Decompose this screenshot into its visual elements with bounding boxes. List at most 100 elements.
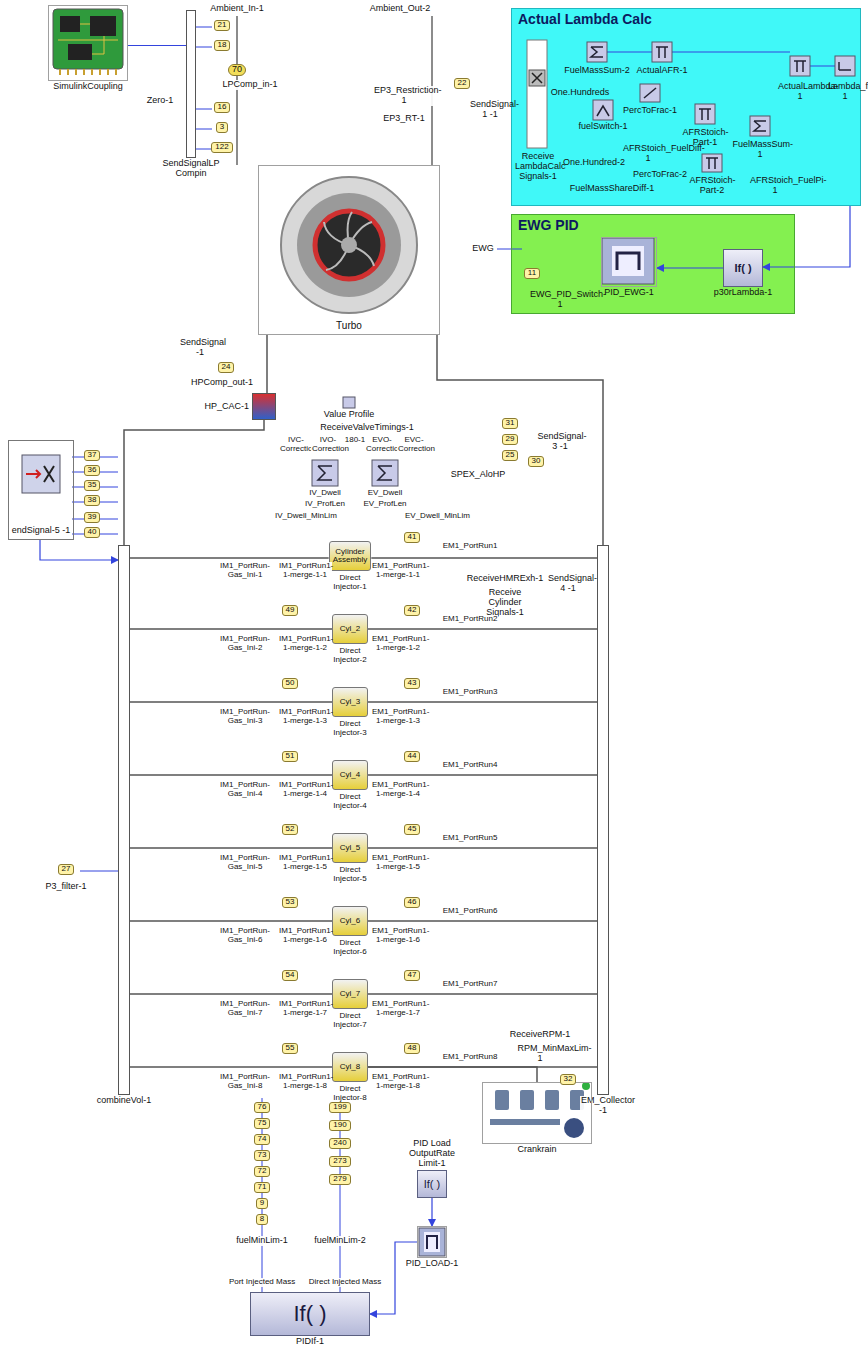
- callout-number: 53: [282, 897, 299, 908]
- callout-number: 24: [218, 362, 235, 373]
- block-label: One.Hundred-2: [562, 158, 626, 168]
- group-title: EWG PID: [518, 218, 579, 233]
- part-label: IV_Dwell: [308, 489, 342, 498]
- pipe-connector: [130, 774, 332, 776]
- part-label: EM1_PortRun2: [442, 615, 499, 624]
- block-label: AFRStoich_FuelPi-1: [749, 176, 801, 196]
- pipe-connector: [368, 774, 597, 776]
- cooler-block: HP_CAC-1: [252, 393, 276, 420]
- part-label: Direct Injector-3: [327, 720, 373, 738]
- pipe-connector: [368, 920, 597, 922]
- receive-bar-icon: [527, 40, 547, 148]
- part-label: IM1_PortRun-Gas_Ini-6: [216, 927, 274, 945]
- pipe-connector: [266, 335, 268, 393]
- function-block-icon: [835, 56, 855, 76]
- simulink-chip-icon: [60, 16, 80, 32]
- node-label: endSignal-5 -1: [12, 526, 71, 536]
- callout-number: 50: [282, 678, 299, 689]
- node-label: Cylinder Assembly: [330, 548, 371, 565]
- part-label: ReceiveRPM-1: [509, 1030, 572, 1040]
- crank-train-block: Crankrain: [482, 1082, 592, 1144]
- callout-number: 76: [254, 1102, 271, 1113]
- part-label: SPEX_AloHP: [450, 470, 507, 480]
- part-label: SendSignal-4 -1: [547, 574, 589, 594]
- part-label: IM1_PortRun-Gas_Ini-4: [216, 781, 274, 799]
- callout-number: 38: [84, 495, 101, 506]
- component-name: PID Load OutputRate Limit-1: [396, 1139, 468, 1169]
- block-label: FuelMassShareDiff-1: [569, 184, 655, 194]
- pid-icon: [424, 1232, 440, 1252]
- simulink-chip-icon: [90, 16, 116, 36]
- function-block-icon: [587, 42, 607, 62]
- callout-number: 37: [84, 450, 101, 461]
- crank-train-picture: [490, 1082, 590, 1138]
- block-glyph: [754, 121, 766, 131]
- send-signal-icon: [44, 466, 54, 482]
- part-label: EM1_PortRun1-1-merge-1-2: [371, 635, 425, 653]
- part-label: EM1_PortRun1-1-merge-1-3: [371, 708, 425, 726]
- function-block-icon: [750, 116, 770, 136]
- block-label: AFRStoich-Part-1: [682, 128, 729, 148]
- part-label: SendSignal-3 -1: [537, 432, 584, 452]
- callout-number: 75: [254, 1118, 271, 1129]
- callout-number: 25: [502, 450, 519, 461]
- part-label: EM1_PortRun5: [442, 834, 499, 843]
- crank-train-picture: [545, 1090, 559, 1110]
- turbocharger-picture: [315, 211, 383, 279]
- block-label: Receive LambdaCalc Signals-1: [514, 152, 562, 182]
- part-label: EV_Dwell_MinLim: [404, 512, 446, 521]
- signal-wire: [100, 457, 118, 534]
- part-label: HPComp_out-1: [190, 378, 254, 388]
- component-name: Crankrain: [516, 1145, 557, 1155]
- cylinder-block: Cyl_8: [332, 1052, 368, 1082]
- part-label: IV_Dwell_MinLim: [274, 512, 316, 521]
- function-block-icon: [593, 100, 613, 120]
- turbocharger-picture: [324, 212, 374, 270]
- pid-icon: [427, 1236, 437, 1249]
- part-label: EM1_PortRun1-1-merge-1-8: [371, 1073, 425, 1091]
- part-label: EM1_PortRun1-1-merge-1-7: [371, 1000, 425, 1018]
- part-label: IM1_PortRun1-1-merge-1-4: [278, 781, 332, 799]
- cylinder-block: Cyl_6: [332, 906, 368, 936]
- callout-number: 240: [329, 1138, 350, 1149]
- panel-grounds: [511, 8, 861, 206]
- block-label: Lambda_filter-1: [827, 82, 863, 102]
- part-label: IM1_PortRun1-1-merge-1-6: [278, 927, 332, 945]
- part-label: SendSignal-1 -1: [469, 100, 511, 120]
- function-block-icon: [312, 460, 338, 486]
- part-label: IM1_PortRun1-1-merge-1-3: [278, 708, 332, 726]
- block-label: EWG_PID_Switch-1: [529, 290, 591, 310]
- callout-number: 42: [404, 605, 421, 616]
- block-label: FuelMassSum-1: [732, 140, 789, 160]
- cylinder-block: Cyl_5: [332, 833, 368, 863]
- callout-number: 9: [256, 1198, 268, 1209]
- block-glyph: [839, 62, 851, 70]
- part-label: ReceiveValveTimings-1: [319, 423, 415, 433]
- part-label: IM1_PortRun-Gas_Ini-7: [216, 1000, 274, 1018]
- function-block-icon: [790, 56, 810, 76]
- callout-number: 11: [524, 268, 540, 279]
- block-label: FuelMassSum-2: [563, 66, 631, 76]
- signal-wire: [497, 249, 522, 250]
- callout-number: 35: [84, 480, 101, 491]
- pipe-connector: [130, 847, 332, 849]
- part-label: IVO-Correction: [311, 436, 345, 454]
- part-label: IV_ProfLen: [304, 500, 346, 509]
- component-name: SimulinkCoupling: [52, 82, 124, 92]
- callout-number: 36: [84, 465, 101, 476]
- signal-wire: [80, 871, 118, 872]
- part-label: RPM_MinMaxLim-1: [517, 1044, 564, 1064]
- part-label: IM1_PortRun-Gas_Ini-1: [216, 562, 274, 580]
- group-title: Actual Lambda Calc: [518, 12, 652, 27]
- part-label: SendSignal -1: [179, 338, 221, 358]
- callout-number: 49: [282, 605, 299, 616]
- part-label: EM1_PortRun1-1-merge-1-5: [371, 854, 425, 872]
- block-label: ActualAFR-1: [635, 66, 688, 76]
- callout-number: 45: [404, 824, 421, 835]
- callout-number: 51: [282, 751, 299, 762]
- component-name: HP_CAC-1: [203, 402, 250, 412]
- component-name: SendSignalLP Compin: [160, 159, 222, 179]
- callout-number: 40: [84, 527, 101, 538]
- block-label: AFRStoich_FuelDiff-1: [622, 144, 674, 164]
